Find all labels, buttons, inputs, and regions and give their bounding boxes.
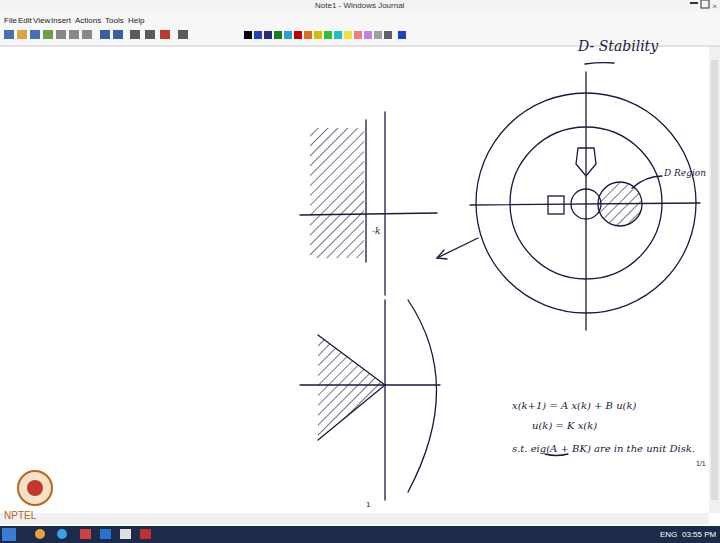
svg-text:×: ×: [712, 1, 717, 11]
window-title: Note1 - Windows Journal: [315, 1, 404, 10]
menu-item: Insert: [51, 16, 71, 25]
logo-text: NPTEL: [4, 510, 36, 522]
menu-item: Tools: [105, 16, 124, 25]
menu-item: Help: [128, 16, 144, 25]
menu-item: View: [33, 16, 50, 25]
equation: s.t. eig(A + BK) are in the unit Disk.: [512, 440, 702, 457]
menu-item: File: [4, 16, 17, 25]
equation: u(k) = K x(k): [532, 420, 597, 432]
page-number: 1: [366, 500, 370, 509]
region-label: D Region: [664, 168, 706, 178]
menu-item: Edit: [18, 16, 32, 25]
tray-text: ENG: [660, 530, 677, 539]
menu-item: Actions: [75, 16, 101, 25]
tray-clock: 03:55 PM: [682, 530, 716, 539]
axis-label: -k: [372, 226, 381, 236]
page-count: 1/1: [696, 460, 706, 468]
heading-note: D- Stability: [578, 38, 658, 54]
equation: x(k+1) = A x(k) + B u(k): [512, 400, 636, 412]
